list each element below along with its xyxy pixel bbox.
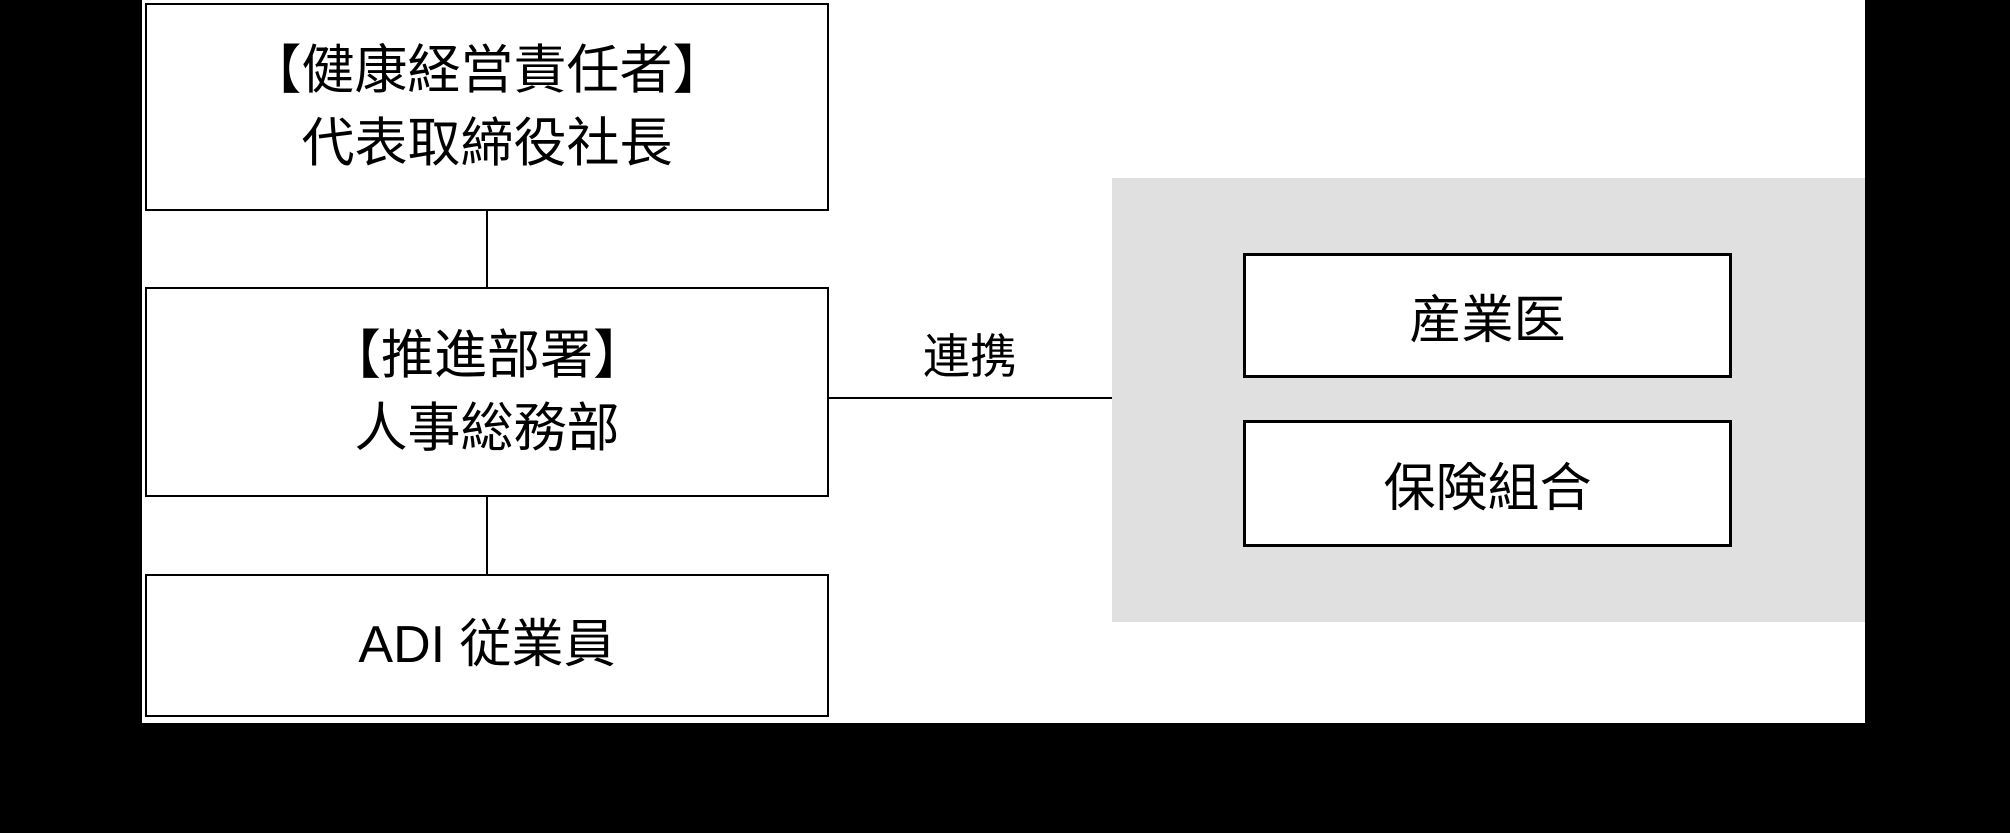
employees-label: ADI 従業員: [358, 616, 616, 674]
external-partners-panel: [1112, 178, 1865, 622]
occupational-physician-label: 産業医: [1409, 292, 1566, 350]
health-officer-box: 【健康経営責任者】 代表取締役社長: [145, 3, 829, 211]
health-officer-role: 代表取締役社長: [301, 114, 673, 173]
occupational-physician-box: 産業医: [1243, 253, 1732, 378]
promotion-dept-title: 【推進部署】: [328, 326, 646, 385]
connector-dept-to-employees: [486, 497, 488, 574]
connector-officer-to-dept: [486, 211, 488, 287]
health-officer-title: 【健康経営責任者】: [248, 41, 726, 100]
link-label: 連携: [880, 324, 1060, 383]
promotion-dept-name: 人事総務部: [354, 399, 620, 458]
connector-dept-to-partners: [828, 397, 1112, 399]
employees-box: ADI 従業員: [145, 574, 829, 717]
insurance-association-label: 保険組合: [1383, 460, 1592, 518]
insurance-association-box: 保険組合: [1243, 420, 1732, 547]
promotion-dept-box: 【推進部署】 人事総務部: [145, 287, 829, 497]
